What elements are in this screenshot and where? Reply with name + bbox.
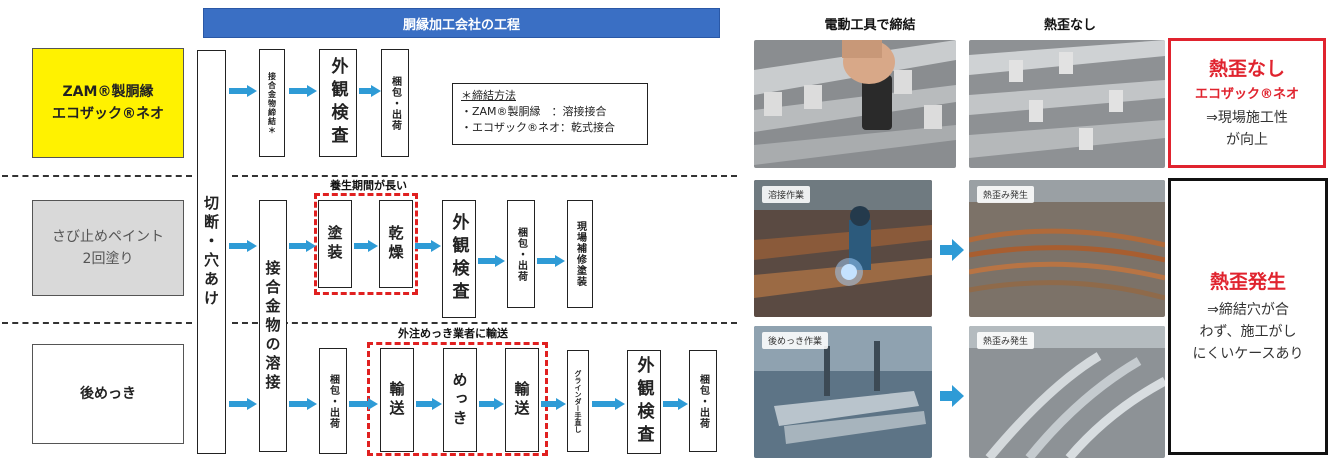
flow-arrow — [541, 398, 566, 410]
fastening-method-note: ＊締結方法 ・ZAM®製胴縁 ：溶接接合 ・エコザック®ネオ：乾式接合 — [452, 83, 648, 145]
step-fitting-weld: 接合金物の溶接 — [259, 200, 287, 452]
step-packing: 梱包・出荷 — [319, 348, 347, 454]
step-packing: 梱包・出荷 — [507, 200, 535, 308]
photo-caption-power-tool: 電動工具で締結 — [824, 18, 916, 33]
row-label-post-plating: 後めっき — [32, 344, 184, 444]
flow-arrow — [663, 398, 688, 410]
flow-arrow — [229, 240, 257, 252]
transition-arrow — [940, 239, 964, 261]
flow-arrow — [416, 398, 442, 410]
flow-arrow — [537, 255, 565, 267]
step-visual-inspection: 外観検査 — [442, 200, 476, 318]
photo-welding-work: 溶接作業 — [754, 180, 932, 317]
row-divider — [2, 322, 192, 324]
photo-distortion-paint: 熱歪み発生 — [969, 180, 1165, 317]
flow-arrow — [229, 398, 257, 410]
step-onsite-touchup: 現場補修塗装 — [567, 200, 593, 308]
flow-arrow — [289, 398, 317, 410]
step-fitting-fasten: 接合金物締結＊ — [259, 49, 285, 157]
result-distortion: 熱歪発生 ⇒締結穴が合 わず、施工がし にくいケースあり — [1168, 178, 1328, 455]
step-visual-inspection: 外観検査 — [319, 49, 357, 157]
photo-post-plating-work: 後めっき作業 — [754, 326, 932, 458]
step-transport: 輸送 — [380, 348, 414, 452]
outsourced-label: 外注めっき業者に輸送 — [398, 327, 508, 340]
photo-power-tool-fastening — [754, 40, 956, 168]
step-cut-drill: 切断・穴あけ — [197, 50, 226, 454]
step-packing: 梱包・出荷 — [689, 350, 717, 452]
photo-tag-post-plating: 後めっき作業 — [762, 332, 829, 349]
step-visual-inspection: 外観検査 — [627, 350, 661, 454]
photo-tag-welding: 溶接作業 — [762, 186, 811, 203]
flow-arrow — [592, 398, 625, 410]
row-divider — [232, 322, 737, 324]
process-header: 胴縁加工会社の工程 — [203, 8, 720, 38]
flow-arrow — [359, 85, 381, 97]
flow-arrow — [349, 398, 378, 410]
photo-tag-distortion: 熱歪み発生 — [977, 332, 1035, 349]
step-transport: 輸送 — [505, 348, 539, 452]
flow-arrow — [479, 398, 504, 410]
photo-no-distortion — [969, 40, 1165, 168]
row-divider — [232, 175, 737, 177]
step-drying: 乾燥 — [379, 200, 413, 288]
transition-arrow — [940, 385, 964, 407]
row-divider — [2, 175, 192, 177]
step-grinder-rework: グラインダー手直し — [567, 350, 589, 452]
flow-arrow — [354, 240, 378, 252]
photo-tag-distortion: 熱歪み発生 — [977, 186, 1035, 203]
step-coating: 塗装 — [318, 200, 352, 288]
photo-distortion-plating: 熱歪み発生 — [969, 326, 1165, 458]
curing-label: 養生期間が長い — [330, 179, 407, 192]
photo-caption-no-distortion: 熱歪なし — [1043, 18, 1096, 33]
result-no-distortion: 熱歪なし エコザック®ネオ ⇒現場施工性 が向上 — [1168, 38, 1326, 168]
flow-arrow — [289, 85, 317, 97]
flow-arrow — [478, 255, 505, 267]
flow-arrow — [415, 240, 441, 252]
step-plating: めっき — [443, 348, 477, 452]
row-label-zam: ZAM®製胴縁エコザック®ネオ — [32, 48, 184, 158]
step-packing: 梱包・出荷 — [381, 49, 409, 157]
flow-arrow — [289, 240, 316, 252]
flow-arrow — [229, 85, 257, 97]
